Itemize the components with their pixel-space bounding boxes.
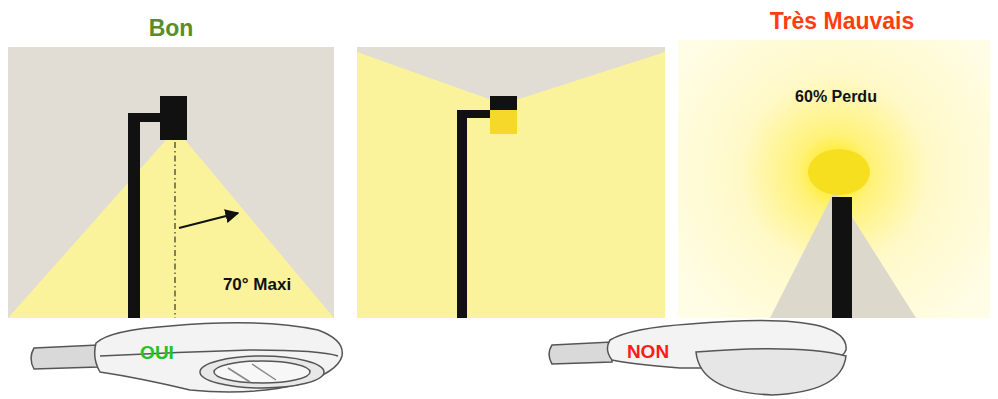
yes-mark: OUI bbox=[140, 343, 174, 364]
bowl-luminaire bbox=[549, 320, 846, 395]
no-mark: NON bbox=[627, 342, 669, 363]
verdict-heading: Bon bbox=[149, 16, 194, 41]
globe-lamp-panel bbox=[678, 40, 990, 318]
loss-note: 60% Perdu bbox=[795, 88, 877, 106]
bad-lamp-panel bbox=[357, 47, 665, 318]
flat-glass-luminaire bbox=[31, 323, 342, 392]
angle-note: 70° Maxi bbox=[223, 276, 291, 295]
good-lamp-panel bbox=[8, 47, 334, 318]
verdict-heading: Très Mauvais bbox=[770, 9, 914, 34]
